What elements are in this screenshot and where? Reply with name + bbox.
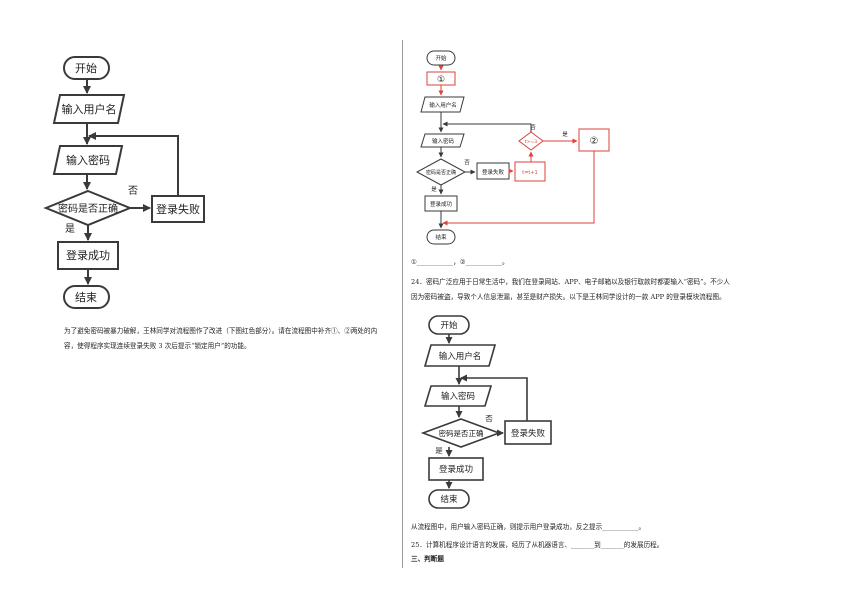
mod-input-username [420, 96, 465, 113]
r-check-label: 密码是否正确 [439, 428, 484, 438]
r-fail-label: 登录失败 [511, 428, 546, 439]
r-end-terminal [428, 489, 470, 509]
login-flowchart: 开始 输入用户名 输入密码 密码是否正确 否 是 登录失败 登录成功 结束 [420, 315, 552, 509]
r-start-label: 开始 [440, 320, 458, 331]
r-check-diamond [420, 418, 502, 448]
input-username-box [52, 94, 126, 124]
fail-label: 登录失败 [156, 202, 200, 216]
blank-1-mark: ① [437, 75, 445, 85]
mod-check-label: 密码是否正确 [426, 169, 456, 176]
check-label: 密码是否正确 [58, 202, 118, 215]
mod-success-label: 登录成功 [430, 200, 453, 208]
attempts-diamond [518, 131, 544, 151]
login-fail-box [151, 195, 205, 223]
column-divider [402, 40, 403, 568]
attempts-no-label: 否 [530, 124, 536, 131]
q23-line-2: 容，使得程序实现连续登录失败 3 次后提示“锁定用户”的功能。 [64, 342, 251, 350]
r-yes-label: 是 [435, 446, 443, 455]
q24-answer-line: 从流程图中，用户输入密码正确，则提示用户登录成功，反之提示___________… [411, 523, 646, 531]
q23-line-1: 为了避免密码被暴力破解，王林同学对流程图作了改进（下图红色部分）。请在流程图中补… [64, 327, 378, 335]
mod-input-username-label: 输入用户名 [429, 101, 457, 109]
r-fail-box [504, 420, 552, 445]
q24-line-1: 24．密码广泛应用于日常生活中，我们在登录网站、APP、电子邮箱以及银行取款时都… [411, 278, 730, 286]
mod-fail-label: 登录失败 [482, 168, 505, 176]
end-label: 结束 [75, 291, 97, 304]
input-username-label: 输入用户名 [62, 102, 117, 116]
r-input-password-box [423, 385, 493, 407]
r-success-box [428, 457, 484, 481]
blank-2-mark: ② [590, 136, 599, 147]
attempts-label: t>=3 [525, 139, 537, 145]
r-input-username-label: 输入用户名 [439, 351, 482, 362]
input-password-label: 输入密码 [66, 153, 110, 167]
r-end-label: 结束 [440, 494, 458, 505]
end-terminal [63, 285, 110, 309]
section-3-heading: 三、判断题 [411, 555, 444, 563]
mod-end-terminal [426, 229, 456, 245]
mod-input-password [420, 133, 465, 148]
q23-paragraph: 为了避免密码被暴力破解，王林同学对流程图作了改进（下图红色部分）。请在流程图中补… [64, 324, 402, 354]
mod-no-label: 否 [464, 159, 470, 166]
q24-paragraph: 24．密码广泛应用于日常生活中，我们在登录网站、APP、电子邮箱以及银行取款时都… [411, 275, 851, 305]
mod-start-label: 开始 [435, 54, 447, 62]
r-input-username-box [423, 344, 497, 367]
success-label: 登录成功 [66, 248, 110, 262]
r-success-label: 登录成功 [439, 464, 473, 475]
counter-box [514, 161, 546, 182]
yes-label: 是 [65, 223, 75, 235]
input-password-box [52, 145, 124, 175]
modified-flowchart: 开始 ① 输入用户名 输入密码 密码是否正确 否 是 登录失败 t=t+1 t>… [415, 50, 610, 245]
q24-line-2: 因为密码被盗，导致个人信息泄漏，甚至是财产损失。以下是王林同学设计的一款 APP… [411, 293, 726, 301]
left-flowchart: 开始 输入用户名 输入密码 密码是否正确 登录失败 登录成功 结束 否 是 [43, 56, 205, 309]
mod-input-password-label: 输入密码 [432, 137, 455, 145]
attempts-yes-label: 是 [562, 131, 568, 138]
mod-end-label: 结束 [435, 233, 447, 241]
login-success-box [57, 241, 119, 270]
no-label: 否 [128, 185, 138, 197]
start-label: 开始 [75, 61, 97, 75]
q25-line: 25．计算机程序设计语言的发展，经历了从机器语言、_______到_______… [411, 541, 664, 549]
q23-blanks: ①___________，②___________。 [411, 258, 509, 266]
mod-yes-label: 是 [431, 186, 437, 193]
r-no-label: 否 [485, 414, 493, 423]
r-input-password-label: 输入密码 [441, 391, 475, 402]
counter-label: t=t+1 [522, 170, 537, 176]
